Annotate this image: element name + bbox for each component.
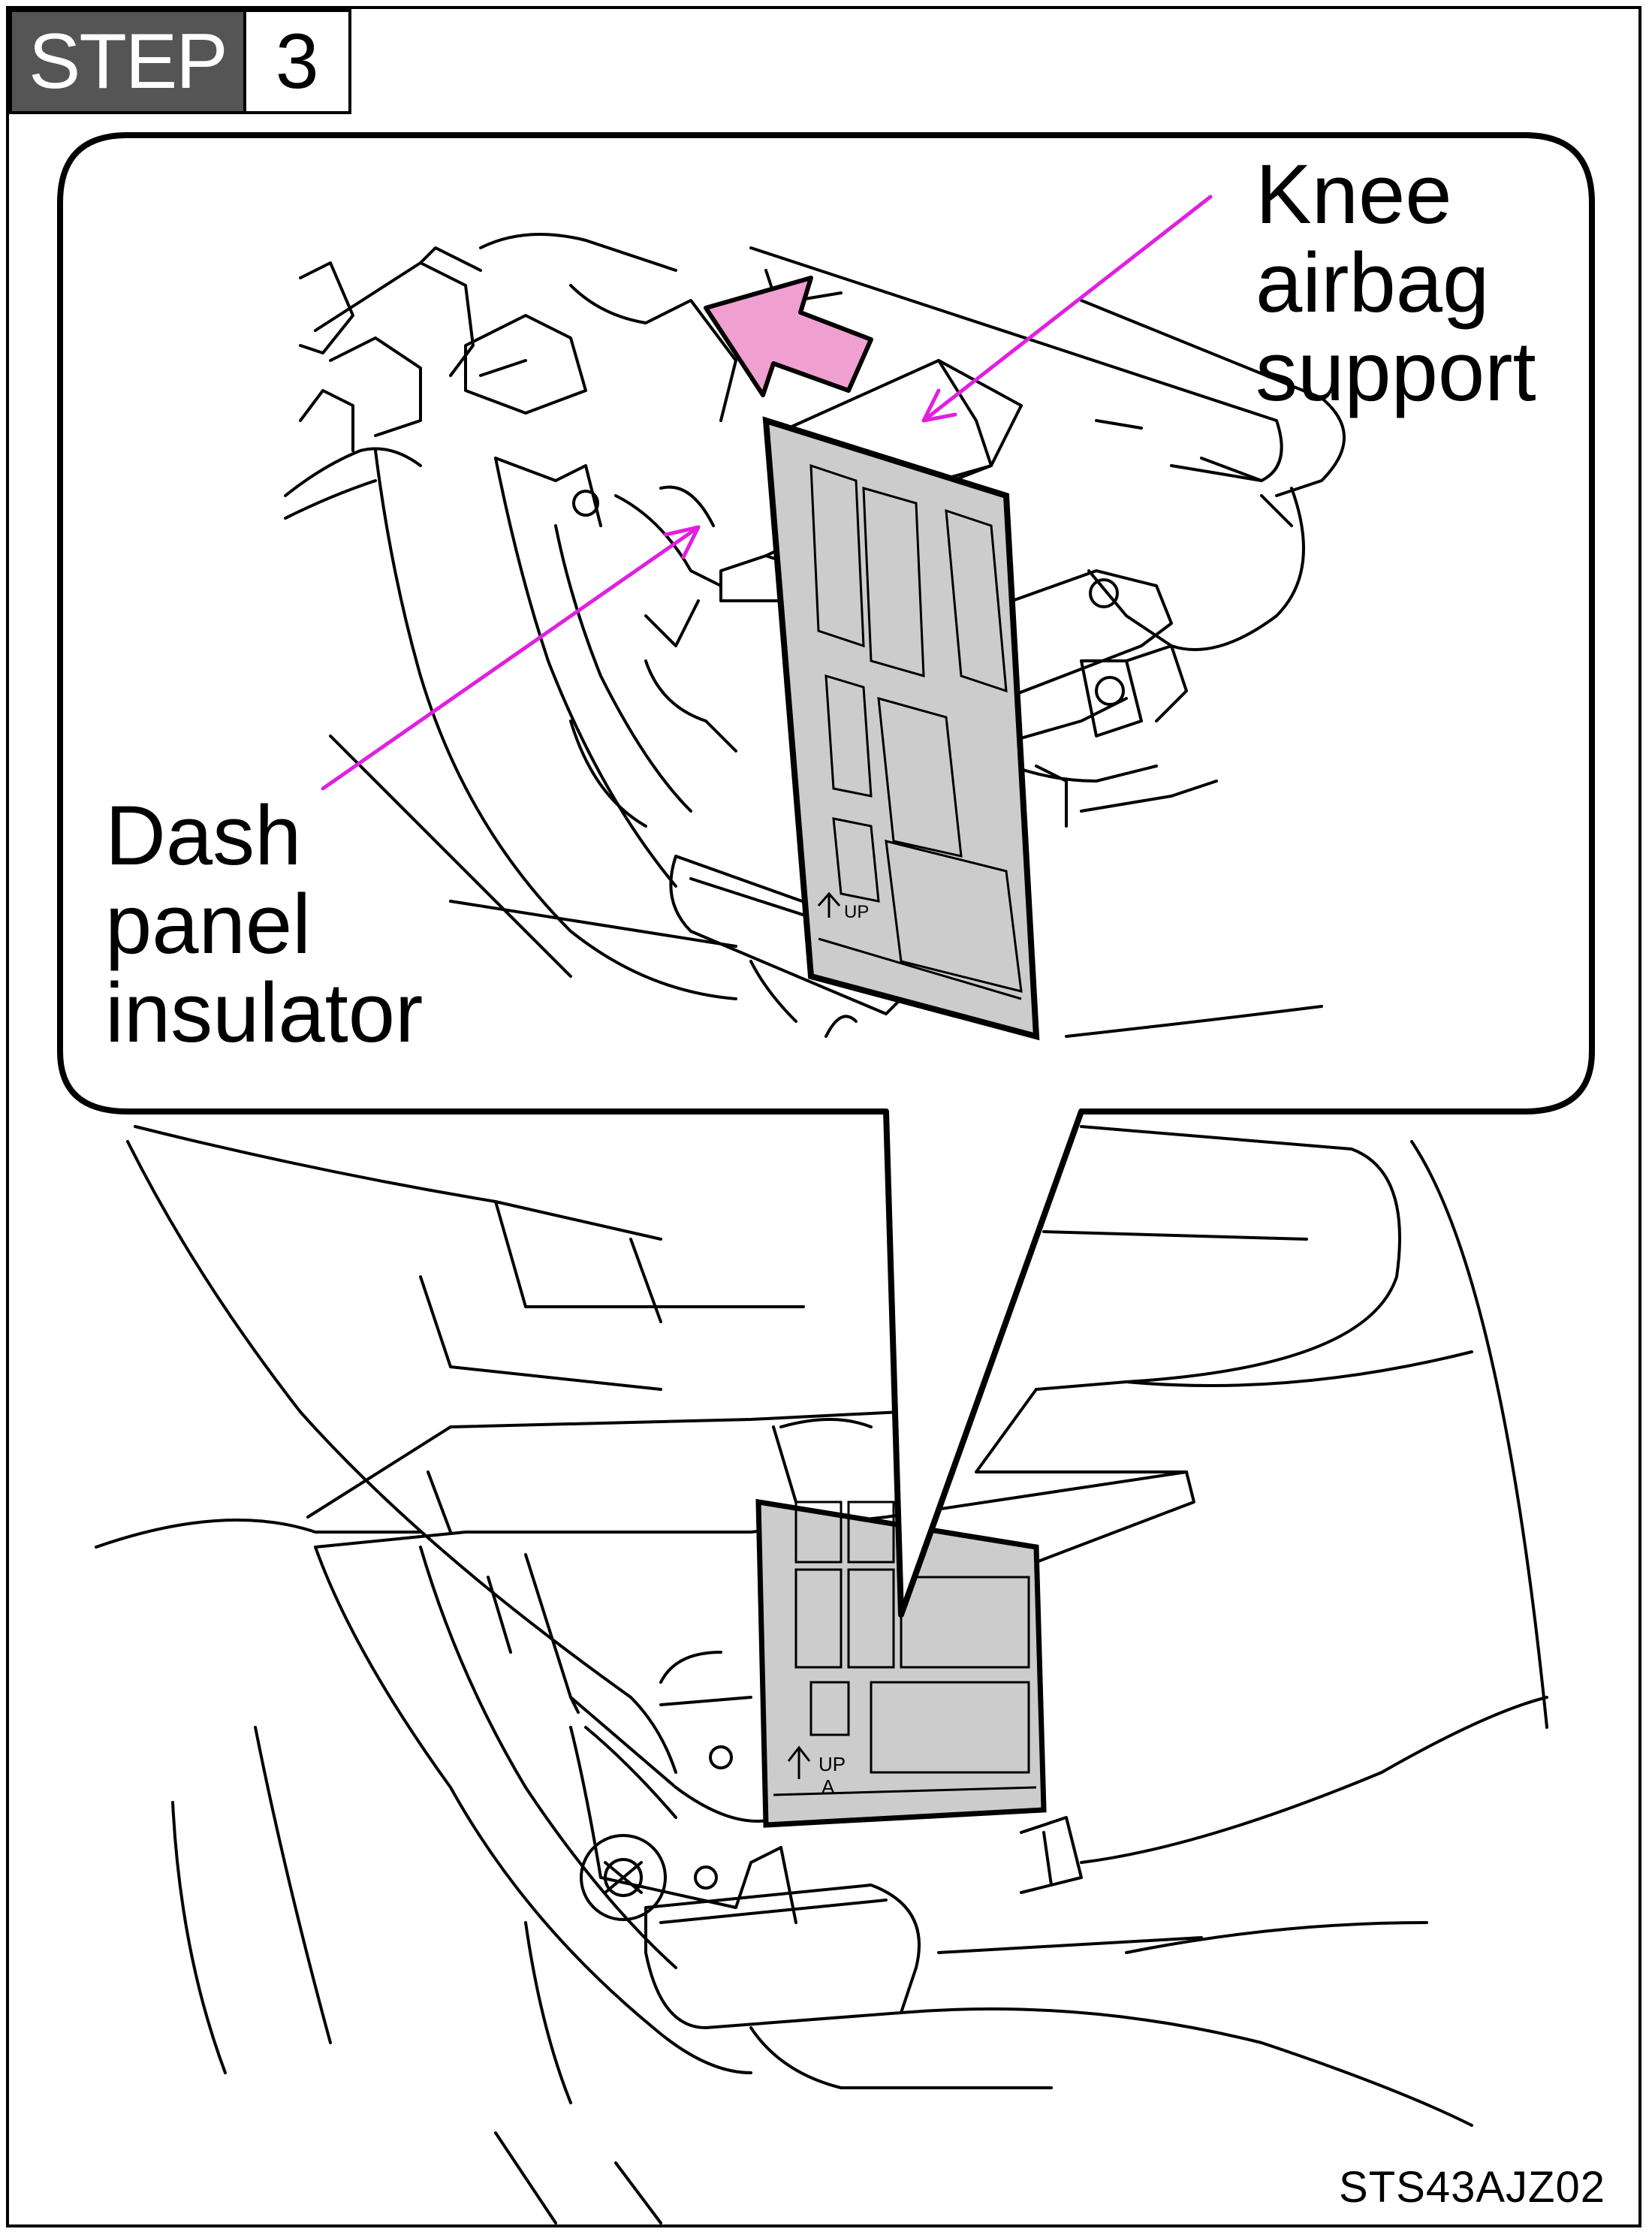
step-word: STEP [12, 12, 243, 111]
dash-insulator-leader [321, 525, 701, 791]
figure-frame [6, 6, 1641, 2227]
step-badge: STEP 3 [9, 9, 351, 114]
dash-panel-insulator-label: Dash panel insulator [105, 789, 424, 1060]
dashboard-underside-drawing [95, 1125, 1548, 2224]
filter-inset-up-mark: UP [844, 902, 869, 922]
filter-main-a-mark: A [821, 1775, 835, 1798]
dash-insulator-leader-arrowhead-icon [663, 525, 701, 560]
step-number: 3 [243, 12, 348, 111]
knee-airbag-support-label: Knee airbag support [1256, 147, 1536, 418]
knee-airbag-leader-arrowhead-icon [921, 388, 957, 423]
filter-main-up-mark: UP [818, 1753, 846, 1775]
leader-lines [321, 195, 1213, 791]
cabin-air-filter-main: UP A [755, 1498, 1047, 1828]
reference-code: STS43AJZ02 [1339, 2163, 1605, 2212]
cabin-air-filter-inset: UP [762, 416, 1040, 1041]
knee-airbag-leader [921, 195, 1213, 423]
direction-arrow-icon [704, 276, 873, 397]
